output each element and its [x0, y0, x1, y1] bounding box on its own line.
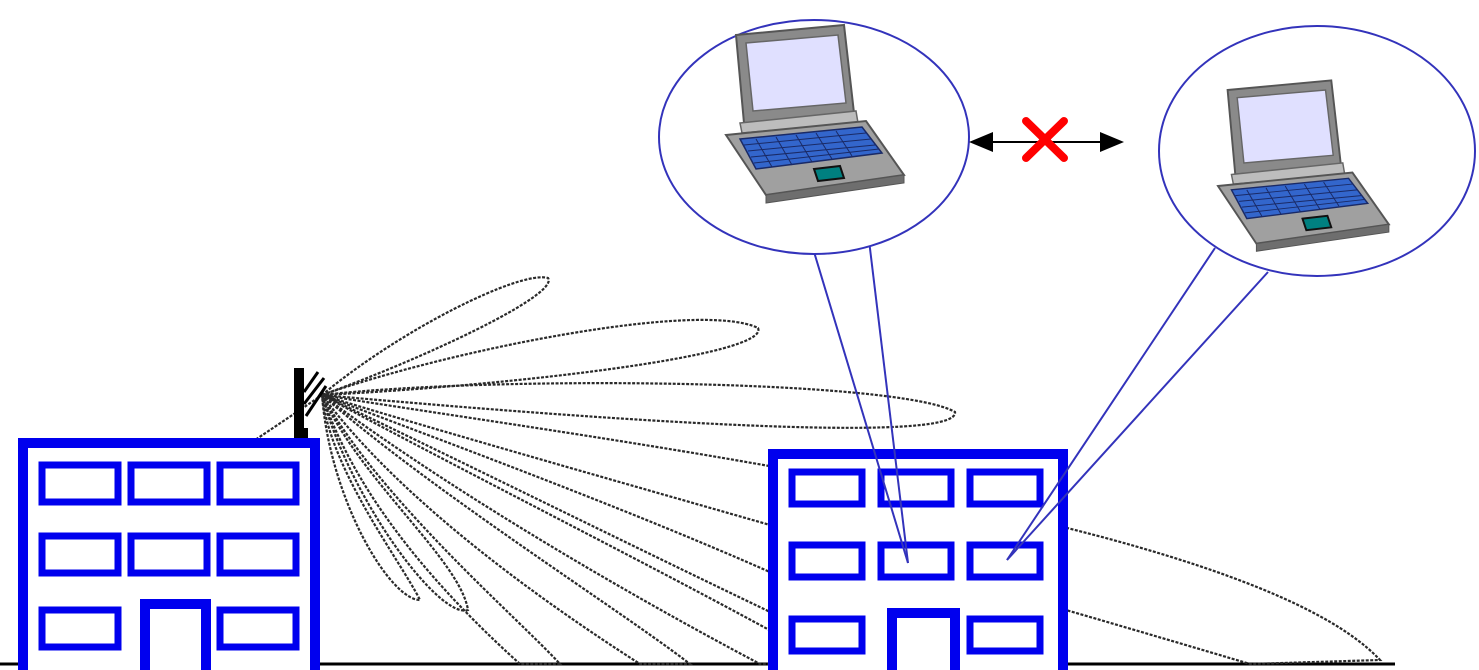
blocked-link [969, 117, 1124, 162]
callout-leader-left-a [807, 231, 909, 564]
laptop-callout-left [658, 19, 970, 255]
callout-leader-left-b [867, 231, 909, 564]
receiver-building [768, 449, 1068, 670]
callout-leader-right-a [1006, 247, 1216, 561]
laptop-callout-right [1158, 25, 1476, 277]
callout-leader-right-b [1006, 271, 1269, 561]
antenna-icon [294, 368, 328, 444]
cross-icon [1022, 117, 1068, 162]
transmitter-building [18, 438, 320, 670]
